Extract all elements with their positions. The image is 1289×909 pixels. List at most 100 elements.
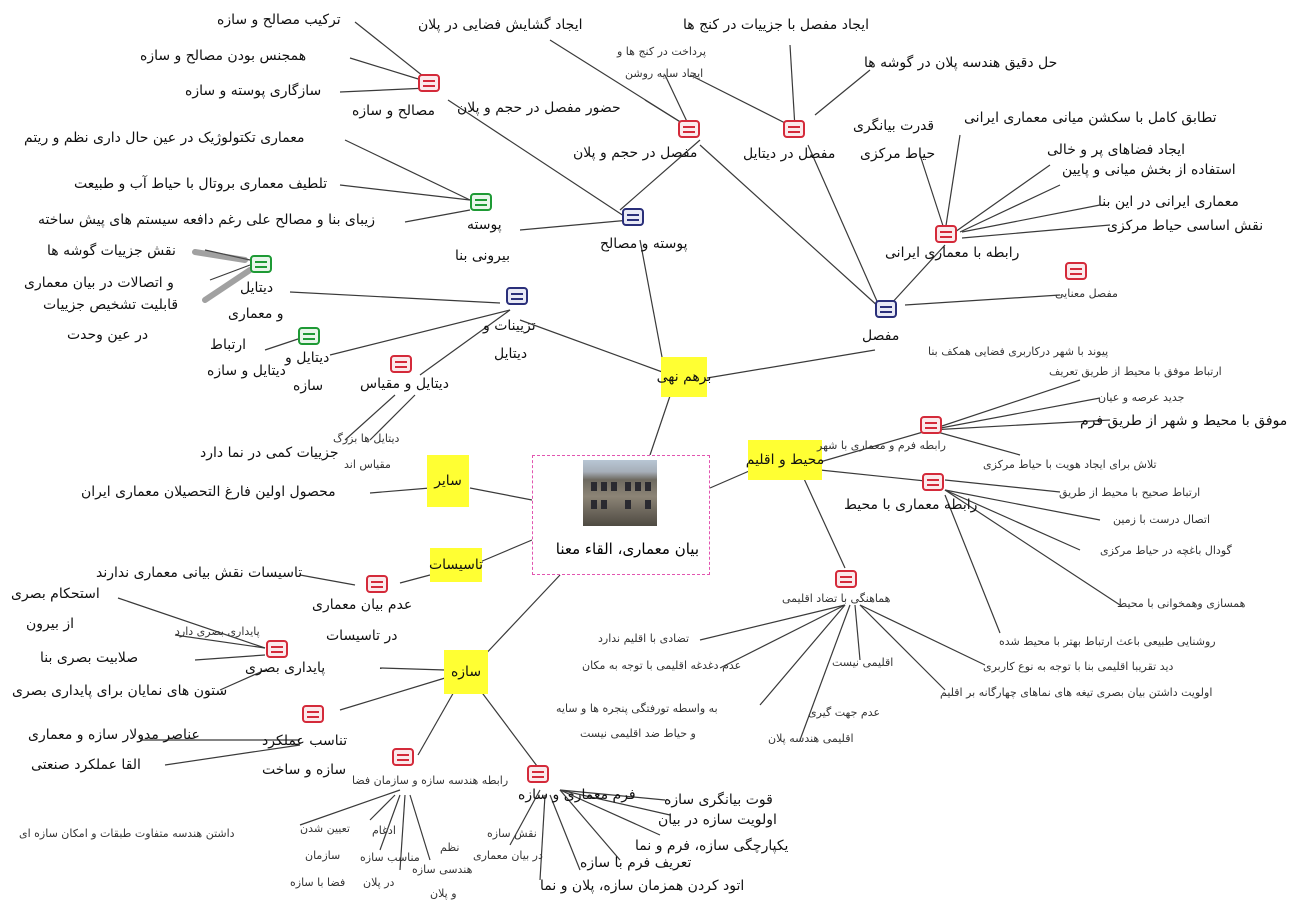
topic-icon-form-saze[interactable] [527,765,549,783]
topic-icon-mofasal-manaei[interactable] [1065,262,1087,280]
leaf-label: به واسطه تورفتگی پنجره ها و سایه [556,702,718,715]
central-topic[interactable]: بیان معماری، القاء معنا [532,455,710,575]
main-topic-tasisat[interactable]: تاسیسات [429,548,483,582]
subtopic-label: هماهنگی با تضاد اقلیمی [782,592,891,605]
leaf-label: اقلیمی هندسه پلان [768,732,854,745]
leaf-label: القا عملکرد صنعتی [31,757,141,773]
subtopic-label: در تاسیسات [326,628,398,644]
topic-icon-rabete-hendese[interactable] [392,748,414,766]
leaf-label: زیبای بنا و مصالح علی رغم دافعه سیستم ها… [38,212,376,228]
subtopic-label: مصالح و سازه [352,103,435,119]
subtopic-label: پایداری بصری [245,660,326,676]
leaf-label: استفاده از بخش میانی و پایین [1062,162,1236,178]
leaf-label: فضا با سازه [290,876,346,889]
subtopic-label: دیتایل و مقیاس [360,376,449,392]
subtopic-label: سازه [293,378,324,394]
subtopic-label: مفصل [862,328,900,344]
leaf-label: روشنایی طبیعی باعث ارتباط بهتر با محیط ش… [999,635,1216,648]
leaf-label: دیتایل و سازه [207,363,286,379]
main-topic-sayer[interactable]: سایر [427,455,469,507]
topic-icon-rabete-shahr[interactable] [920,416,942,434]
topic-icon-detail-ertebat[interactable] [298,327,320,345]
leaf-label: ستون های نمایان برای پایداری بصری [12,683,228,699]
leaf-label: تضادی با اقلیم ندارد [598,632,690,645]
leaf-label: سازمان [305,849,341,862]
leaf-label: قوت بیانگری سازه [664,792,773,808]
leaf-label: از بیرون [26,616,74,632]
leaf-label: نقش سازه [487,827,537,840]
topic-icon-mofasal-detail[interactable] [783,120,805,138]
topic-icon-tazyinat[interactable] [506,287,528,305]
leaf-label: نقش جزییات گوشه ها [47,243,176,259]
leaf-label: اتود کردن همزمان سازه، پلان و نما [540,878,745,894]
topic-icon-mofasal[interactable] [875,300,897,318]
topic-icon-tanasob[interactable] [302,705,324,723]
main-topic-saze[interactable]: سازه [444,650,488,694]
subtopic-label: و معماری [228,306,284,322]
leaf-label: ترکیب مصالح و سازه [217,12,341,28]
topic-icon-masaleh-saze[interactable] [418,74,440,92]
topic-icon-rabete-irani[interactable] [935,225,957,243]
subtopic-label: دیتایل [240,280,274,296]
subtopic-label: رابطه فرم و معماری با شهر [817,439,946,452]
subtopic-label: بیرونی بنا [455,248,511,264]
leaf-label: محصول اولین فارغ التحصیلان معماری ایران [81,484,336,500]
leaf-label: و حیاط ضد اقلیمی نیست [580,727,696,740]
leaf-label: دید تقریبا اقلیمی بنا با توجه به نوع کار… [983,660,1174,673]
leaf-label: معماری ایرانی در این بنا [1098,194,1239,210]
topic-icon-rabete-mohit[interactable] [922,473,944,491]
topic-icon-poste-masaleh[interactable] [622,208,644,226]
subtopic-label: ارتباط [210,337,246,353]
central-topic-title: بیان معماری، القاء معنا [555,540,699,558]
leaf-label: پرداخت در کنج ها و [617,45,707,58]
subtopic-label: رابطه هندسه سازه و سازمان فضا [352,774,509,787]
leaf-label: ادغام [372,824,396,837]
leaf-label: معماری تکتولوژیک در عین حال داری نظم و ر… [24,130,305,146]
leaf-label: صلابیت بصری بنا [40,650,139,666]
leaf-label: ایجاد گشایش فضایی در پلان [418,17,583,33]
leaf-label: ارتباط صحیح با محیط از طریق [1059,486,1201,499]
leaf-label: تعیین شدن [300,822,350,835]
subtopic-label: رابطه با معماری ایرانی [885,245,1020,261]
topic-icon-paydari[interactable] [266,640,288,658]
subtopic-label: دیتایل و [285,350,330,366]
topic-icon-detail-meghyas[interactable] [390,355,412,373]
leaf-label: عناصر مدولار سازه و معماری [28,727,200,743]
leaf-label: تلطیف معماری بروتال با حیاط آب و طبیعت [74,176,328,192]
leaf-label: حیاط مرکزی [860,146,936,162]
leaf-label: در عین وحدت [67,327,149,343]
leaf-label: ایجاد مفصل با جزییات در کنج ها [683,17,870,33]
topic-icon-adam-bayan[interactable] [366,575,388,593]
leaf-label: ارتباط موفق با محیط و شهر از طریق فرم [1080,413,1289,429]
topic-icon-poste[interactable] [470,193,492,211]
leaf-label: در پلان [363,876,395,889]
topic-icon-mofasal-hajm[interactable] [678,120,700,138]
subtopic-label: رابطه معماری با محیط [844,497,978,513]
leaf-label: نظم [440,841,460,854]
subtopic-label: مفصل در حجم و پلان [573,145,698,161]
leaf-label: ایجاد فضاهای پر و خالی [1047,142,1186,158]
topic-icon-detail-memari[interactable] [250,255,272,273]
leaf-label: همجنس بودن مصالح و سازه [140,48,307,64]
leaf-label: سازگاری پوسته و سازه [185,83,322,99]
main-topic-borhami[interactable]: برهم نهی [657,357,711,397]
leaf-label: اتصال درست با زمین [1113,513,1211,526]
subtopic-label: فرم معماری و سازه [518,787,636,803]
leaf-label: اولویت داشتن بیان بصری تیغه های نماهای چ… [940,686,1213,699]
leaf-label: حضور مفصل در حجم و پلان [457,100,621,116]
main-topic-mohit[interactable]: محیط و اقلیم [746,440,824,480]
subtopic-label: دیتایل [494,346,528,362]
subtopic-label: مفصل معنایی [1055,287,1118,300]
subtopic-label: تناسب عملکرد [262,733,348,749]
leaf-label: قدرت بیانگری [853,118,935,134]
subtopic-label: سازه و ساخت [262,762,347,778]
leaf-label: مقیاس اند [344,458,391,471]
topic-icon-hamahangi[interactable] [835,570,857,588]
leaf-label: مناسب سازه [360,851,420,864]
leaf-label: نقش اساسی حیاط مرکزی [1107,218,1264,234]
leaf-label: ارتباط موفق با محیط از طریق تعریف [1049,365,1222,378]
leaf-label: اقلیمی نیست [832,656,894,669]
leaf-label: دیتایل ها بزرگ [333,432,400,445]
leaf-label: استحکام بصری [11,586,100,602]
